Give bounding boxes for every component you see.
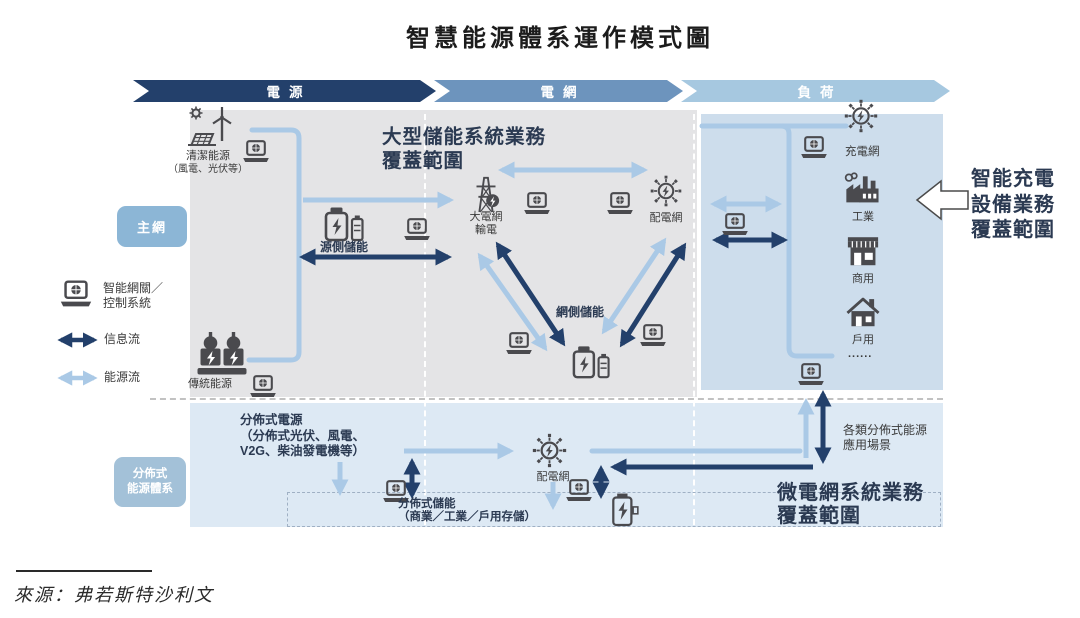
distributed-storage-label: 分佈式儲能 （商業／工業／戶用存儲） — [398, 498, 536, 523]
source-side-storage-label: 源側儲能 — [320, 240, 369, 254]
sidebar-main-grid-box: 主網 — [117, 206, 187, 247]
stage-band-grid: 電網 — [434, 80, 683, 102]
energy-path-load-panel — [778, 123, 835, 359]
dist-distribution-hub-icon — [531, 432, 568, 469]
microgrid-dashed-box — [287, 492, 941, 527]
dashed-divider-vertical-2 — [693, 114, 695, 525]
laptop-icon-source-storage — [401, 218, 433, 242]
energy-arrow-grid-storage-right — [601, 237, 667, 335]
sidebar-main-grid-label: 主網 — [136, 220, 167, 235]
laptop-icon-charging-network — [798, 136, 830, 160]
residential-house-icon — [845, 296, 881, 328]
legend-energy-flow-label: 能源流 — [104, 370, 141, 384]
clean-energy-icon — [186, 104, 244, 148]
commercial-label: 商用 — [852, 273, 874, 285]
clean-energy-label: 清潔能源 — [186, 150, 230, 162]
distribution-hub-icon — [649, 174, 683, 208]
distributed-scenarios-label: 各類分佈式能源 應用場景 — [843, 423, 928, 452]
clean-energy-sub-label: （風電、光伏等） — [168, 164, 248, 175]
load-ellipsis: ...... — [848, 348, 873, 360]
traditional-energy-label: 傳統能源 — [188, 378, 232, 390]
legend-info-flow-label: 信息流 — [104, 332, 141, 346]
stage-band-load: 負荷 — [681, 80, 950, 102]
dashed-divider-horizontal — [150, 398, 943, 400]
industrial-label: 工業 — [852, 211, 874, 223]
dashed-divider-vertical-1 — [424, 114, 426, 525]
page-title: 智慧能源體系運作模式圖 — [406, 26, 714, 52]
laptop-icon-grid-2 — [604, 192, 636, 216]
distributed-storage-charger-icon — [609, 491, 640, 528]
charging-network-label: 充電網 — [845, 146, 880, 158]
commercial-store-icon — [845, 235, 881, 267]
distributed-source-label: 分佈式電源 （分佈式光伏、風電、 V2G、柴油發電機等） — [240, 413, 366, 458]
laptop-icon-traditional — [247, 375, 279, 399]
laptop-icon-clean-energy — [240, 140, 272, 164]
callout-block-arrow-icon — [915, 179, 969, 221]
stage-band-power-label: 電源 — [266, 85, 312, 100]
charging-network-hub-icon — [843, 98, 879, 134]
info-arrow-grid-storage-right — [619, 242, 687, 348]
legend-gateway-label: 智能網關／ 控制系統 — [103, 281, 164, 310]
info-arrow-grid-storage-left — [495, 241, 566, 347]
traditional-energy-icon — [196, 330, 248, 376]
sidebar-distributed-label-1: 分佈式 — [132, 468, 168, 480]
laptop-icon-load-link — [719, 213, 751, 237]
smart-charging-callout-title: 智能充電 設備業務 覆蓋範圍 — [971, 168, 1055, 241]
legend-laptop-icon — [57, 280, 95, 309]
laptop-icon-grid-1 — [521, 192, 553, 216]
industrial-factory-icon — [842, 171, 882, 206]
grid-side-storage-battery-icon — [569, 343, 613, 381]
residential-label: 戶用 — [852, 334, 874, 346]
stage-band-grid-label: 電網 — [540, 85, 586, 100]
grid-side-storage-label: 網側儲能 — [556, 305, 605, 319]
sidebar-distributed-box: 分佈式 能源體系 — [114, 457, 186, 507]
laptop-icon-load-bottom — [795, 363, 827, 387]
microgrid-coverage-title: 微電網系統業務 覆蓋範圍 — [777, 482, 924, 527]
stage-band-power: 電源 — [133, 80, 436, 102]
sidebar-distributed-label-2: 能源體系 — [127, 483, 173, 495]
laptop-icon-grid-storage-left — [503, 332, 535, 356]
source-note: 來源：弗若斯特沙利文 — [14, 585, 214, 605]
laptop-icon-grid-storage-right — [637, 324, 669, 348]
load-panel — [701, 114, 943, 390]
transmission-label: 大電網 輸電 — [469, 211, 503, 236]
source-divider — [16, 570, 152, 572]
energy-path-left — [246, 127, 302, 363]
stage-band-load-label: 負荷 — [797, 85, 843, 100]
distribution-label: 配電網 — [649, 212, 683, 224]
large-storage-coverage-title: 大型儲能系統業務 覆蓋範圍 — [382, 127, 547, 172]
source-side-storage-battery-icon — [321, 204, 367, 244]
transmission-tower-icon — [467, 174, 505, 214]
dist-distribution-label: 配電網 — [536, 471, 570, 483]
